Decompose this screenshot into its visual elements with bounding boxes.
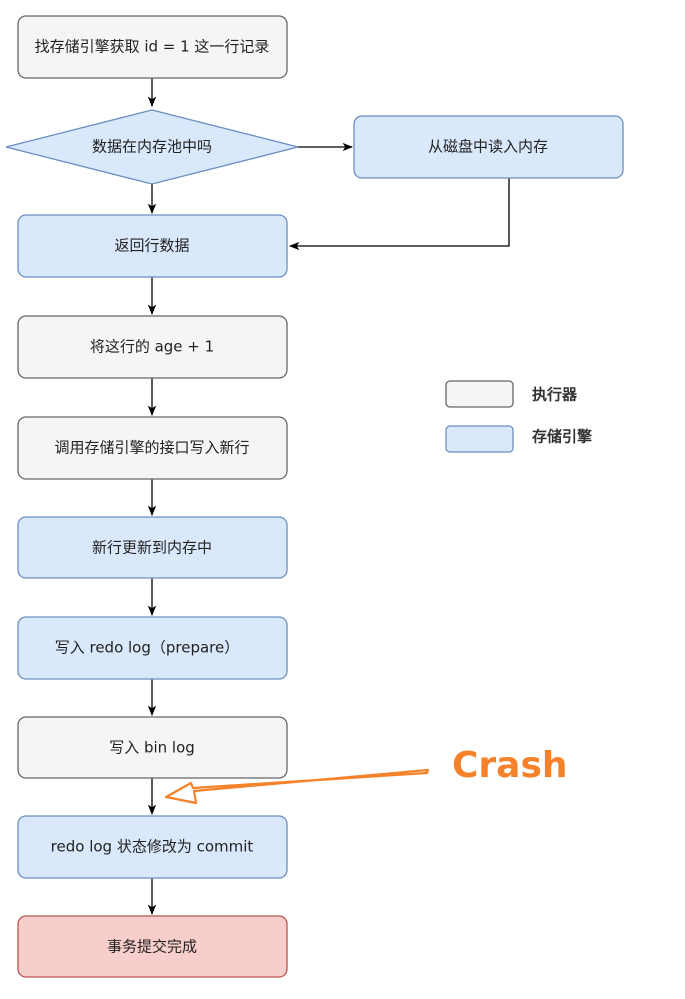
node-read-from-disk: 从磁盘中读入内存 <box>353 115 624 179</box>
node-age-plus-one-label: 将这行的 age + 1 <box>90 338 214 356</box>
node-return-row-label: 返回行数据 <box>114 237 189 255</box>
legend-swatch-executor <box>445 380 514 408</box>
legend-label-engine: 存储引擎 <box>532 428 592 446</box>
node-commit-done: 事务提交完成 <box>17 915 288 978</box>
legend: 执行器 存储引擎 <box>445 380 592 453</box>
node-call-engine-write: 调用存储引擎的接口写入新行 <box>17 416 288 480</box>
node-age-plus-one: 将这行的 age + 1 <box>17 315 288 379</box>
edge-disk-n2 <box>288 178 510 251</box>
edges <box>147 78 510 916</box>
node-update-memory: 新行更新到内存中 <box>17 516 288 579</box>
node-write-binlog-label: 写入 bin log <box>109 739 195 757</box>
node-find-row: 找存储引擎获取 id = 1 这一行记录 <box>17 15 288 79</box>
node-redo-commit: redo log 状态修改为 commit <box>17 815 288 879</box>
crash-arrow-icon <box>164 768 430 805</box>
legend-label-executor: 执行器 <box>532 386 578 404</box>
node-read-from-disk-label: 从磁盘中读入内存 <box>428 138 548 156</box>
node-commit-done-label: 事务提交完成 <box>107 938 197 956</box>
crash-label: Crash <box>452 745 568 786</box>
legend-swatch-engine <box>445 425 514 453</box>
node-redo-prepare: 写入 redo log（prepare） <box>17 616 288 680</box>
node-call-engine-write-label: 调用存储引擎的接口写入新行 <box>54 439 249 457</box>
node-write-binlog: 写入 bin log <box>17 716 288 779</box>
crash-annotation: Crash <box>164 745 568 805</box>
decision-in-buffer-pool: 数据在内存池中吗 <box>5 109 299 185</box>
node-redo-commit-label: redo log 状态修改为 commit <box>51 838 254 856</box>
node-update-memory-label: 新行更新到内存中 <box>92 539 212 557</box>
node-find-row-label: 找存储引擎获取 id = 1 这一行记录 <box>35 38 270 56</box>
node-return-row: 返回行数据 <box>17 214 288 278</box>
node-redo-prepare-label: 写入 redo log（prepare） <box>55 639 240 657</box>
decision-in-buffer-pool-label: 数据在内存池中吗 <box>92 138 212 156</box>
